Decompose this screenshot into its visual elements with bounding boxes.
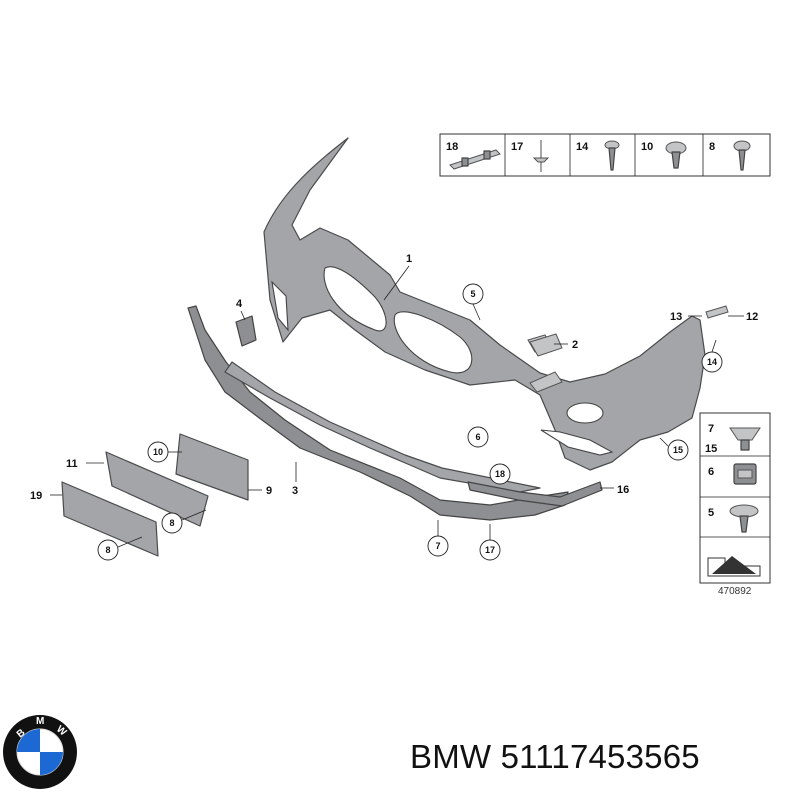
callout-9: 9 xyxy=(266,485,272,497)
brand-part-number: BMW 51117453565 xyxy=(410,738,700,776)
callout-8-upper: 8 xyxy=(169,518,174,528)
callout-12: 12 xyxy=(746,311,758,323)
callout-3: 3 xyxy=(292,485,298,497)
bmw-logo: B M W xyxy=(3,715,77,789)
fastener-table-top: 18 17 14 10 8 xyxy=(439,133,771,177)
table-label-14: 14 xyxy=(576,141,589,153)
callout-11: 11 xyxy=(66,458,78,470)
callout-10: 10 xyxy=(153,447,163,457)
table-label-10: 10 xyxy=(641,141,653,153)
callout-13: 13 xyxy=(670,311,682,323)
callouts: 1 5 2 4 13 12 14 6 15 18 16 3 9 10 1 xyxy=(30,253,758,561)
expansion-nut-icon xyxy=(729,427,761,451)
callout-1: 1 xyxy=(406,253,412,265)
callout-7: 7 xyxy=(435,541,440,551)
trim-strip xyxy=(467,481,603,507)
rivet-icon xyxy=(729,504,759,533)
table-label-7: 7 xyxy=(708,423,714,435)
table-label-8: 8 xyxy=(709,141,715,153)
callout-5: 5 xyxy=(470,289,475,299)
brand-name: BMW xyxy=(410,738,492,775)
table-label-17: 17 xyxy=(511,141,523,153)
clip-nut-icon xyxy=(733,463,757,485)
bolt-icon xyxy=(665,141,687,169)
logo-letter-m: M xyxy=(36,716,44,727)
push-pin-icon xyxy=(532,140,550,172)
part-number: 51117453565 xyxy=(500,738,700,775)
bumper-cover xyxy=(263,137,706,471)
callout-4: 4 xyxy=(236,298,243,310)
callout-15: 15 xyxy=(673,445,683,455)
plate-bracket xyxy=(105,451,209,527)
plate-holder xyxy=(175,433,249,501)
clip-strip-icon xyxy=(449,149,501,170)
table-label-18: 18 xyxy=(446,141,458,153)
callout-18: 18 xyxy=(495,469,505,479)
callout-2: 2 xyxy=(572,339,578,351)
table-label-6: 6 xyxy=(708,466,714,478)
screw-small-icon xyxy=(733,140,751,171)
tow-hook-cap xyxy=(235,315,257,347)
plate-base xyxy=(61,481,159,557)
direction-arrow-icon xyxy=(707,556,761,577)
callout-16: 16 xyxy=(617,484,629,496)
diagram-reference: 470892 xyxy=(718,586,752,597)
callout-19: 19 xyxy=(30,490,42,502)
blanking-cap xyxy=(529,333,563,357)
table-label-15: 15 xyxy=(705,443,717,455)
callout-17: 17 xyxy=(485,545,495,555)
table-label-5: 5 xyxy=(708,507,714,519)
screw-icon xyxy=(604,140,620,171)
fastener-table-side: 7 15 6 5 xyxy=(699,412,771,584)
callout-6: 6 xyxy=(475,432,480,442)
callout-14: 14 xyxy=(707,357,717,367)
callout-8-lower: 8 xyxy=(105,545,110,555)
